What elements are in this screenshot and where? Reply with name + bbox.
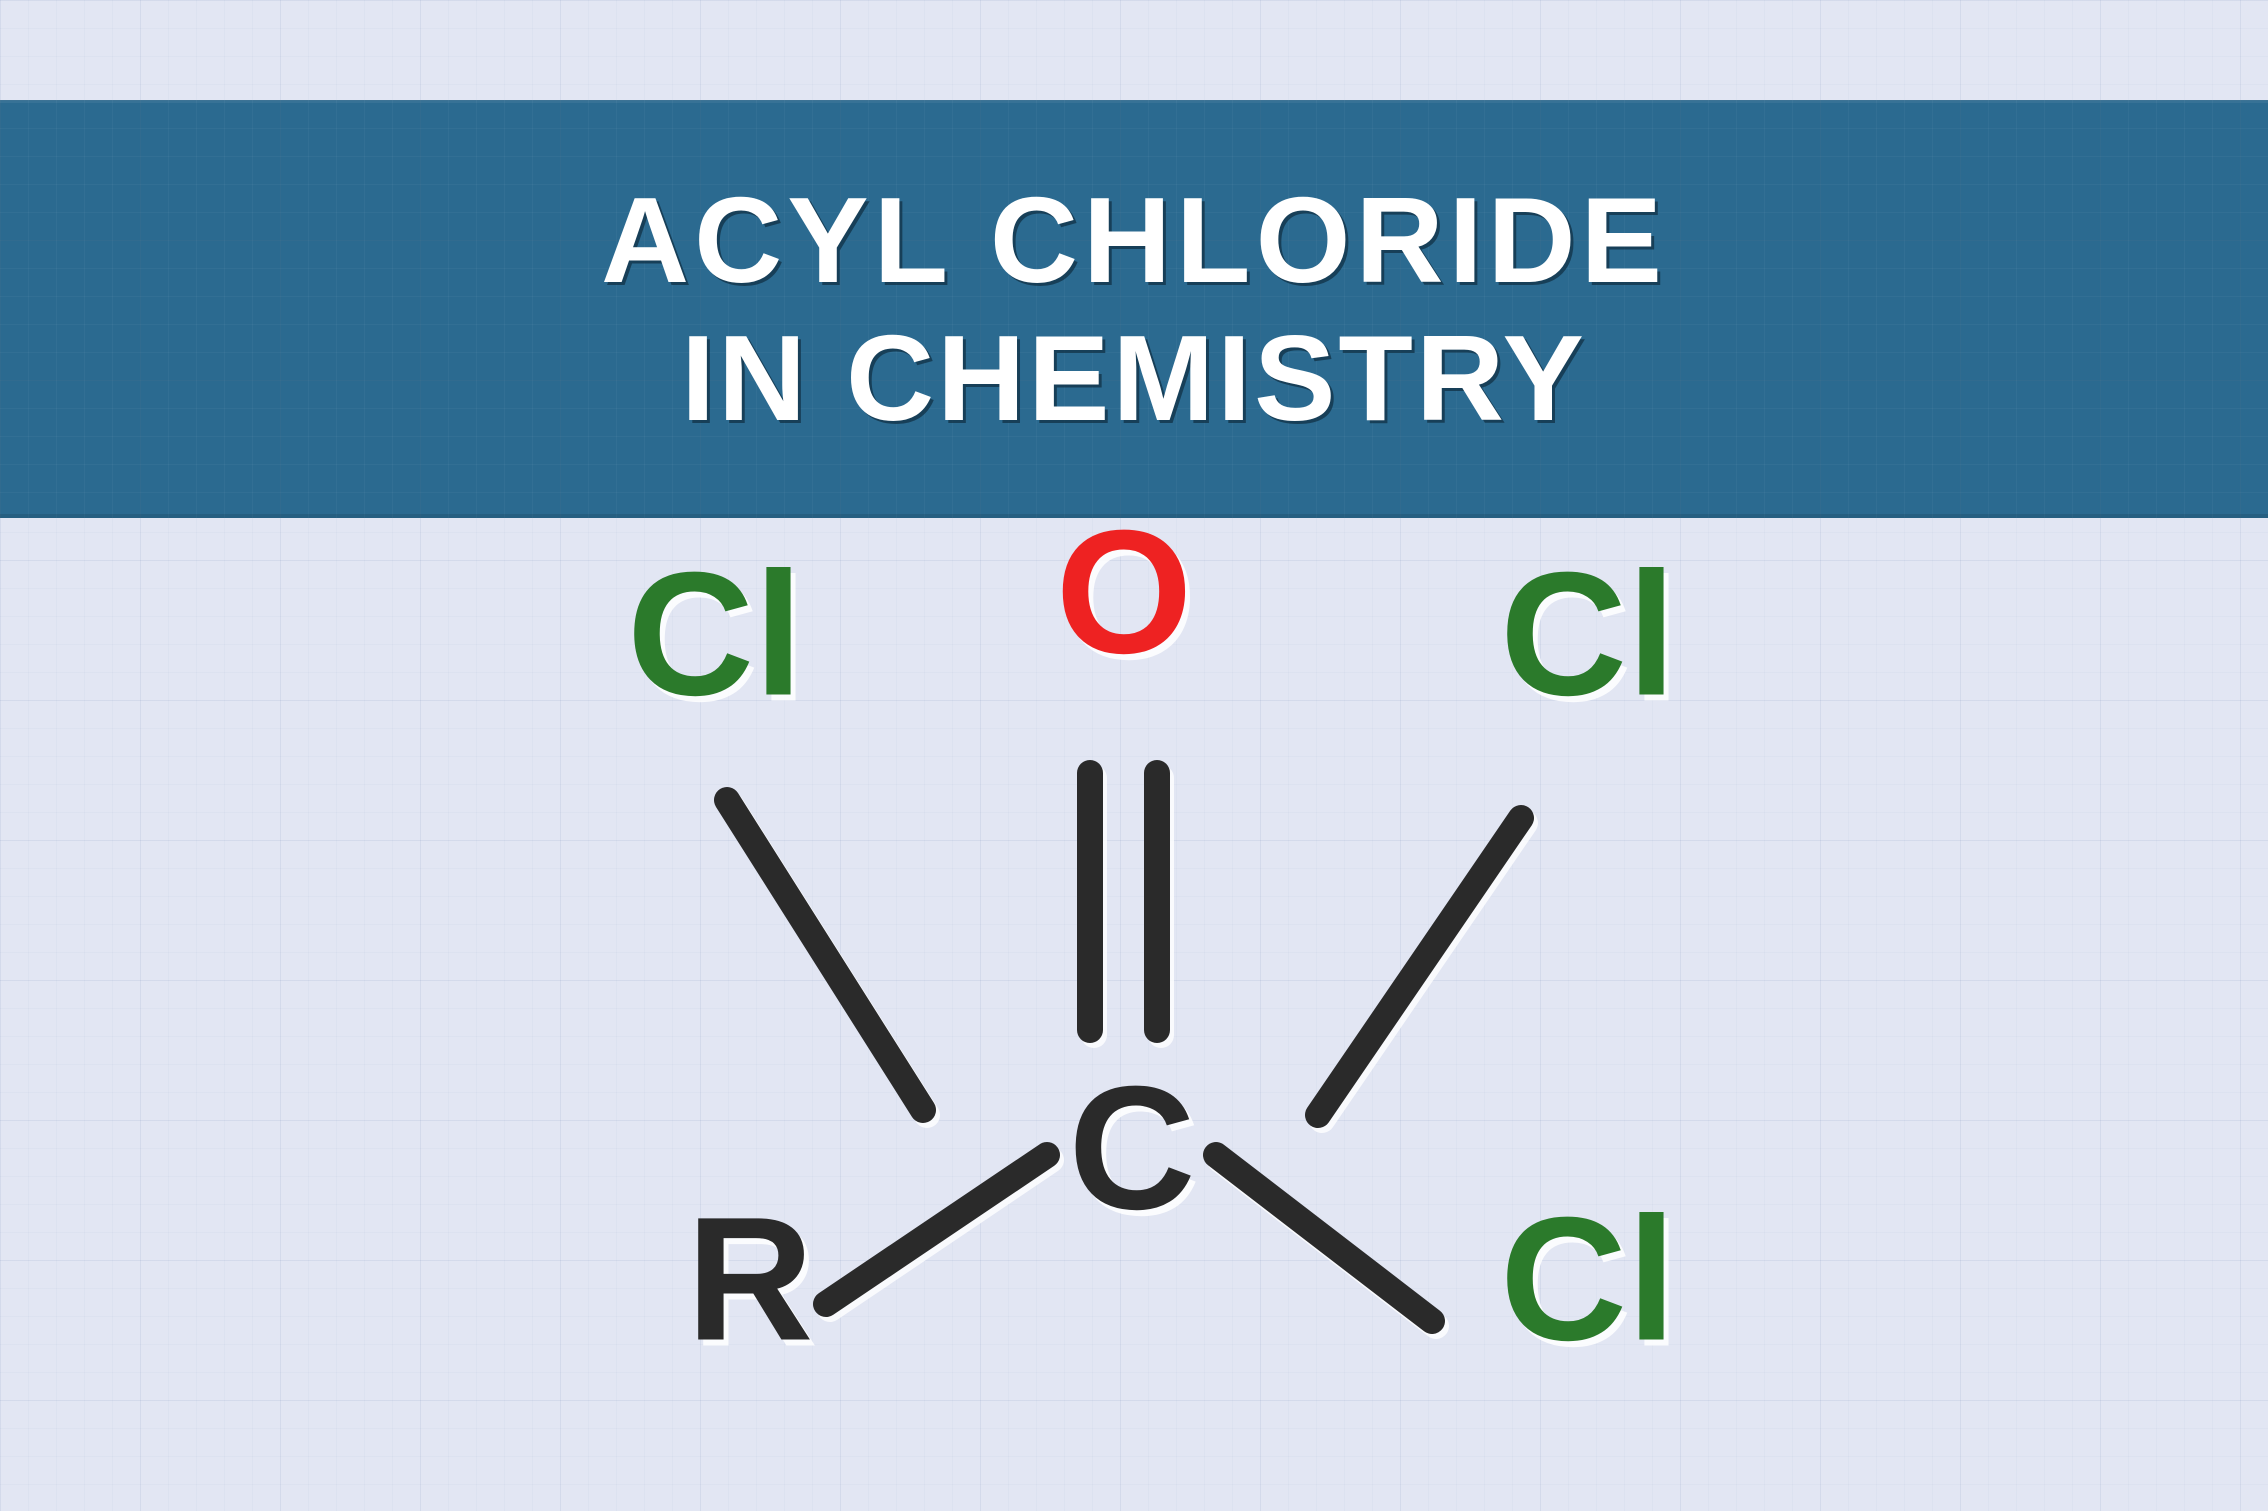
atom-shadow-cl-top-right: Cl bbox=[1505, 542, 1681, 738]
atom-label-cl-bottom-right: Cl bbox=[1500, 1181, 1676, 1377]
atom-shadow-oxygen-top: O bbox=[1061, 518, 1198, 697]
bond-c-r bbox=[813, 1142, 1060, 1317]
page-title-line-2: IN CHEMISTRY bbox=[681, 310, 1587, 446]
atom-shadow-cl-top-left: Cl bbox=[632, 542, 808, 738]
atom-label-oxygen-top: O bbox=[1056, 518, 1193, 691]
atom-shadow-r-group: R bbox=[691, 1187, 818, 1383]
atom-label-cl-top-left: Cl bbox=[627, 536, 803, 732]
title-banner: ACYL CHLORIDE IN CHEMISTRY bbox=[0, 100, 2268, 518]
atom-shadow-cl-bottom-right: Cl bbox=[1505, 1187, 1681, 1383]
page-title-line-1: ACYL CHLORIDE bbox=[601, 171, 1667, 308]
atom-shadow-carbon-center: C bbox=[1073, 1056, 1200, 1252]
bond-c-cl-bottom-right bbox=[1203, 1142, 1445, 1334]
atom-label-carbon-center: C bbox=[1068, 1050, 1195, 1246]
bond-c-cl-top-left bbox=[714, 787, 936, 1123]
atom-label-cl-top-right: Cl bbox=[1500, 536, 1676, 732]
bond-c-cl-top-right bbox=[1305, 805, 1534, 1128]
atom-label-r-group: R bbox=[686, 1181, 813, 1377]
bond-layer bbox=[714, 760, 1534, 1334]
